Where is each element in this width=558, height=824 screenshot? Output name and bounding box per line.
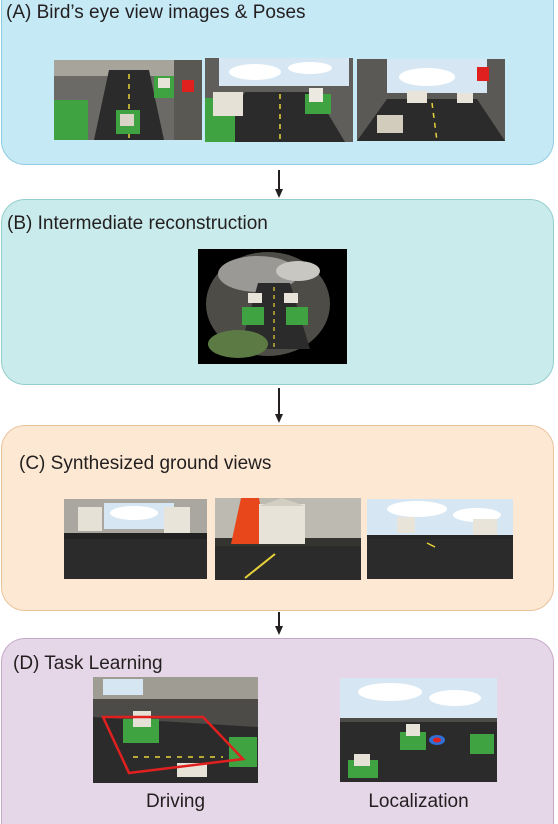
panel-intermediate-reconstruction: (B) Intermediate reconstruction — [1, 199, 554, 385]
ground-view-image-2 — [215, 498, 361, 580]
panel-task-learning: (D) Task Learning Driving — [1, 638, 554, 824]
driving-image — [93, 677, 258, 783]
panel-birds-eye-view: (A) Bird’s eye view images & Poses — [1, 0, 554, 165]
birds-eye-image-1 — [54, 60, 202, 140]
panel-c-title: (C) Synthesized ground views — [19, 453, 272, 474]
driving-caption: Driving — [145, 791, 206, 812]
arrow-b-to-c — [275, 388, 283, 424]
panel-a-title: (A) Bird’s eye view images & Poses — [6, 2, 306, 23]
arrow-c-to-d — [275, 612, 283, 636]
arrow-a-to-b — [275, 170, 283, 198]
reconstruction-image — [198, 249, 347, 364]
ground-view-image-3 — [367, 499, 513, 579]
localization-image — [340, 678, 497, 782]
ground-view-image-1 — [64, 499, 207, 579]
localization-caption: Localization — [368, 791, 469, 812]
birds-eye-image-3 — [357, 59, 505, 141]
panel-synthesized-ground-views: (C) Synthesized ground views — [1, 425, 554, 611]
panel-b-title: (B) Intermediate reconstruction — [7, 213, 268, 234]
birds-eye-image-2 — [205, 58, 353, 142]
panel-d-title: (D) Task Learning — [13, 653, 163, 674]
